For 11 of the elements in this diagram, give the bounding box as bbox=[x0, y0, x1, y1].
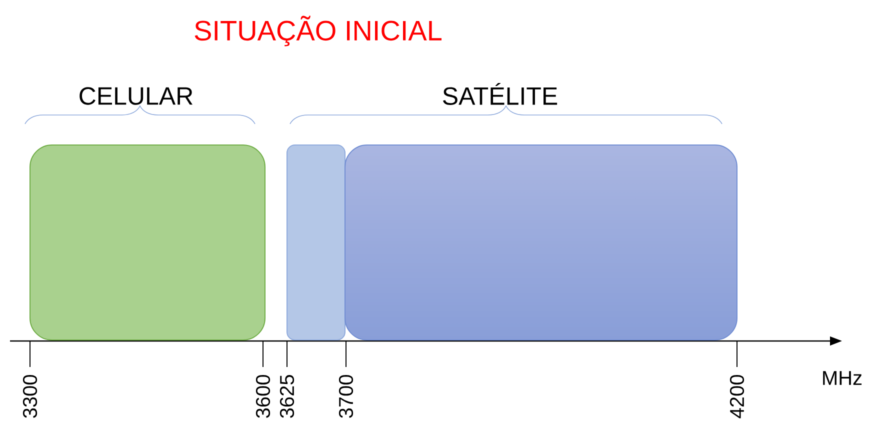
band-box bbox=[286, 144, 346, 340]
tick-label: 4200 bbox=[730, 374, 744, 418]
tick-label: 3700 bbox=[338, 374, 354, 418]
title: SITUAÇÃO INICIAL bbox=[194, 16, 442, 46]
band-label: CELULAR bbox=[80, 87, 192, 105]
tick-label: 3600 bbox=[256, 374, 270, 418]
band-box bbox=[30, 144, 266, 340]
tick-label: 3625 bbox=[280, 375, 294, 418]
unit-label: MHz bbox=[823, 371, 862, 385]
tick-label: 3300 bbox=[22, 374, 38, 418]
band-label: SATÉLITE bbox=[443, 83, 558, 105]
